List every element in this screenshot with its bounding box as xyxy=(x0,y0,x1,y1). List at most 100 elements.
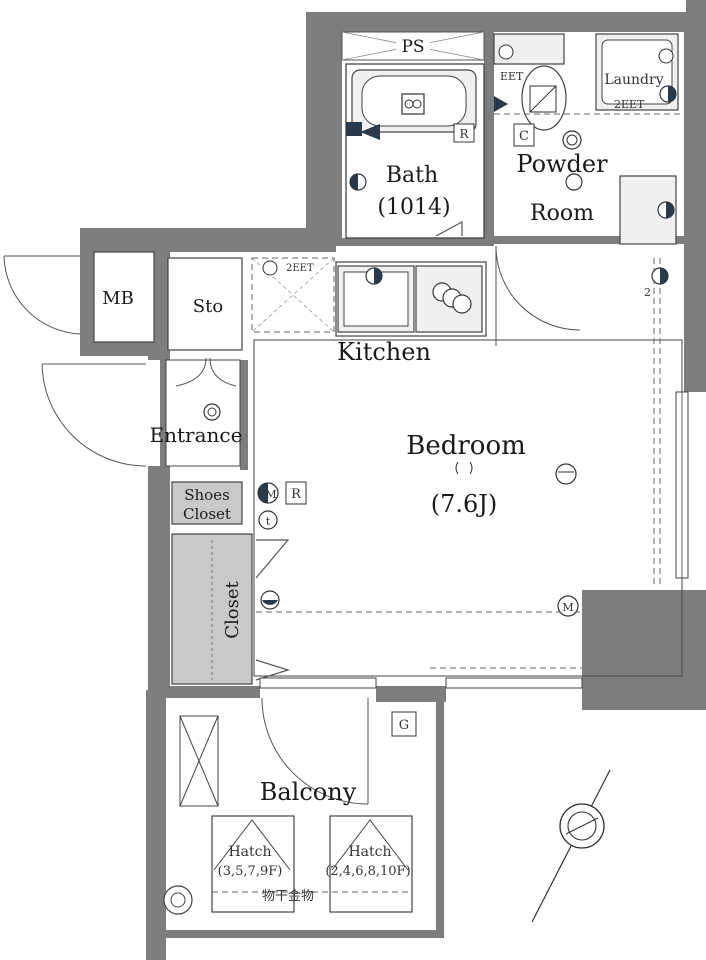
shoes-closet-label-2: Closet xyxy=(183,505,231,523)
hatch-left xyxy=(211,815,295,913)
compass-icon xyxy=(531,769,611,923)
hatch-right xyxy=(329,815,413,913)
ac-outlet-icon xyxy=(555,463,577,485)
wall-right-upper xyxy=(684,12,706,392)
intercom-m-label: M xyxy=(265,488,276,501)
wall-column xyxy=(582,590,706,710)
wall-corner xyxy=(686,0,706,20)
faucet-icon xyxy=(346,122,362,136)
sto-label: Sto xyxy=(193,296,223,317)
entrance-area: MB Sto Entrance Shoes Closet Closet xyxy=(3,251,253,685)
ps-label: PS xyxy=(401,37,424,57)
bedroom-m-label: M xyxy=(562,601,573,614)
hatch-left-label-1: Hatch xyxy=(228,844,271,860)
wall-bath-bottom xyxy=(336,238,488,246)
bedroom-size: (7.6J) xyxy=(431,490,498,518)
wall-entrance-right xyxy=(240,360,248,470)
eet-left: EET xyxy=(498,44,524,83)
entrance-door-arc xyxy=(41,363,147,467)
closet-label: Closet xyxy=(222,580,243,638)
shower-icon xyxy=(360,124,380,140)
gas-meter-box xyxy=(391,711,417,737)
intercom-m-icon: M xyxy=(257,482,279,504)
bath-r-label: R xyxy=(459,127,469,141)
outlet-dark-icon xyxy=(659,85,677,103)
entrance-floor xyxy=(165,359,241,467)
kitchen-eet-label: 2EET xyxy=(286,263,314,274)
hatch-right-label-2: (2,4,6,8,10F) xyxy=(325,864,410,879)
hanger-note: 物干金物 xyxy=(262,888,314,904)
bedroom-label: Bedroom xyxy=(406,431,526,461)
wall-powder-bottom xyxy=(490,236,686,244)
powder-c-label: C xyxy=(519,129,529,144)
bath-door xyxy=(435,220,463,237)
kitchen-outlet-icon xyxy=(365,267,383,285)
wall-balcony-left xyxy=(146,690,166,960)
thermostat-icon xyxy=(258,510,278,530)
shoes-closet-label-1: Shoes xyxy=(184,486,230,504)
balcony-sash-right xyxy=(445,677,583,689)
powder-c-box xyxy=(513,123,535,147)
bath-label: Bath xyxy=(386,163,438,188)
mb-label: MB xyxy=(102,288,134,309)
intercom-r-box xyxy=(285,481,307,505)
balcony-sash-left xyxy=(259,677,377,689)
light-icon xyxy=(349,173,367,191)
hatch-right-label-1: Hatch xyxy=(348,844,391,860)
wall-bath-left-inner xyxy=(336,30,342,246)
balcony-right-rail xyxy=(436,702,444,938)
closet xyxy=(171,533,253,685)
powder-room: EET C Powder Room Laundry 2EET xyxy=(493,33,680,346)
hatch-left-label-2: (3,5,7,9F) xyxy=(218,864,283,879)
powder-label-2: Room xyxy=(530,201,594,226)
entrance-light-icon xyxy=(203,403,221,421)
storage-box xyxy=(167,257,243,351)
wall-mb-left xyxy=(80,228,94,356)
intercom-r-label: R xyxy=(291,487,302,502)
walls xyxy=(80,0,706,960)
pipe-space: PS xyxy=(341,31,485,61)
ceiling-light-icon xyxy=(562,130,582,150)
kitchen-area: 2EET Kitchen xyxy=(251,257,487,366)
wall-bath-right xyxy=(484,30,494,246)
entrance-label: Entrance xyxy=(150,423,243,447)
burner-icon-3 xyxy=(452,294,472,314)
bath-r-box xyxy=(453,123,475,143)
wall-upper-left xyxy=(90,228,336,252)
washbasin-icon xyxy=(521,65,567,131)
balcony-area: G Balcony Hatch (3,5,7,9F) Hatch (2,4,6,… xyxy=(163,697,417,915)
balcony-bottom-rail xyxy=(160,930,444,938)
wall-bath-left-upper xyxy=(306,12,336,252)
bedroom-2-label: 2 xyxy=(644,286,651,299)
drain-icon-balcony xyxy=(163,885,193,915)
closet-door-mark xyxy=(255,539,290,579)
wall-top xyxy=(306,12,706,32)
switch-icon xyxy=(494,96,508,112)
eet-right-label: 2EET xyxy=(614,98,645,111)
bedroom-outlet-icon xyxy=(651,267,669,285)
powder-door-arc xyxy=(495,245,581,331)
outlet-icon-2 xyxy=(657,201,675,219)
switch-icon-2 xyxy=(260,590,280,610)
bedroom-m-icon: M xyxy=(557,595,579,617)
gas-meter-label: G xyxy=(399,718,409,733)
balcony-label: Balcony xyxy=(260,778,357,806)
balcony-door-arc xyxy=(261,697,369,805)
bath-room: R Bath (1014) xyxy=(345,63,485,239)
shoes-closet xyxy=(171,481,243,525)
laundry-label: Laundry xyxy=(604,72,663,88)
powder-label-1: Powder xyxy=(516,150,608,178)
bath-size: (1014) xyxy=(377,195,450,220)
eet-left-label: EET xyxy=(500,70,524,83)
drain-icon xyxy=(401,93,425,115)
wall-closet-bottom xyxy=(166,686,260,698)
fridge-outlet-icon xyxy=(262,260,278,276)
wall-mid-bottom xyxy=(376,686,446,702)
bedroom-area: 2 Bedroom (7.6J) M M R t xyxy=(253,258,689,689)
ceiling-fixture-icon xyxy=(455,461,473,475)
wall-mb-bottom xyxy=(80,342,150,356)
thermostat-label: t xyxy=(266,515,271,528)
wall-left-inner xyxy=(160,246,170,692)
mb-door-arc xyxy=(3,255,81,335)
